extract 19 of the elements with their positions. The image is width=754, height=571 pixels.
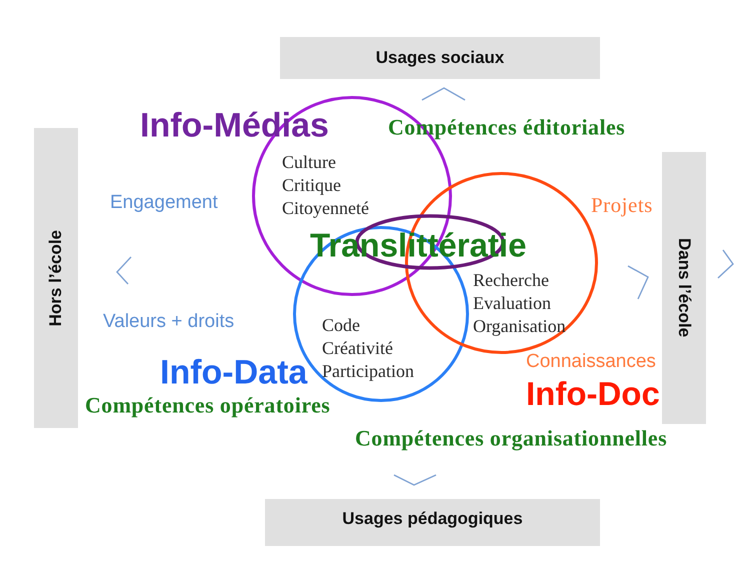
label-bar: [662, 152, 706, 424]
label-bar: [34, 128, 78, 428]
theme-label: Compétences organisationnelles: [355, 425, 668, 451]
domain-title: Info-Doc: [526, 375, 660, 413]
bar-label: Usages sociaux: [376, 48, 504, 68]
bar-label: Usages pédagogiques: [342, 508, 523, 528]
theme-label: Projets: [591, 192, 653, 218]
bar-label: Hors l’école: [46, 230, 66, 326]
label-bar: [280, 37, 600, 79]
keyword-list: Code Créativité Participation: [322, 314, 414, 383]
theme-label: Engagement: [110, 192, 218, 214]
label-bar: [265, 499, 600, 546]
bar-label: Dans l’école: [674, 238, 694, 338]
theme-label: Compétences opératoires: [85, 392, 330, 418]
theme-label: Valeurs + droits: [103, 311, 234, 333]
domain-title: Info-Data: [160, 353, 308, 393]
theme-label: Connaissances: [526, 351, 656, 373]
keyword-list: Recherche Evaluation Organisation: [473, 269, 566, 338]
keyword-list: Culture Critique Citoyenneté: [282, 151, 369, 220]
